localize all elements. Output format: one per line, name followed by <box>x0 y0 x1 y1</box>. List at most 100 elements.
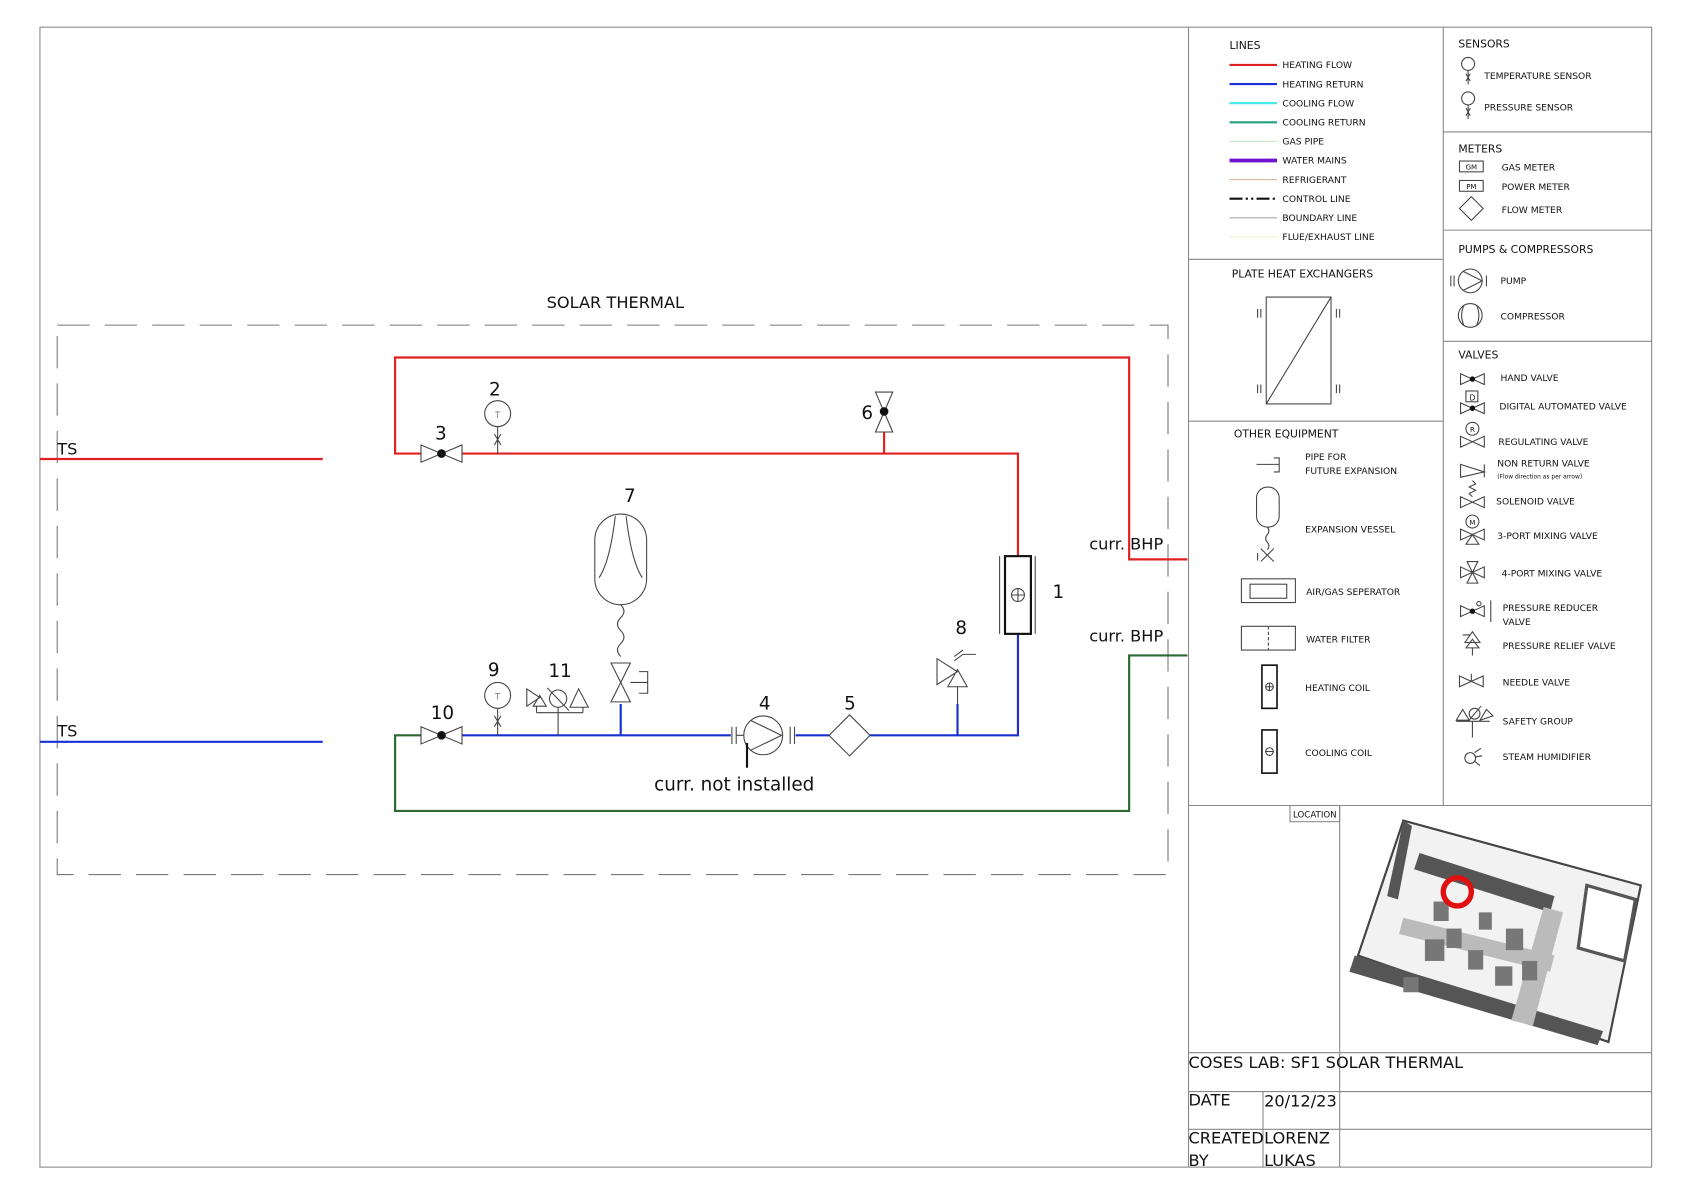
pressure-sensor-label: PRESSURE SENSOR <box>1484 102 1574 113</box>
boundary-dashed <box>56 324 1169 876</box>
expansion-vessel-label: EXPANSION VESSEL <box>1305 524 1396 535</box>
heating-coil-icon <box>1261 664 1278 710</box>
line-legend-label: WATER MAINS <box>1282 156 1346 167</box>
number-8: 8 <box>955 618 967 639</box>
needle-valve-icon <box>1458 673 1484 688</box>
meters-title: METERS <box>1458 142 1502 155</box>
regulating-valve-icon <box>1460 421 1485 448</box>
temperature-sensor-label: TEMPERATURE SENSOR <box>1483 71 1592 82</box>
three-port-valve-glyph: M <box>1469 518 1475 527</box>
number-7: 7 <box>624 486 636 507</box>
location-label-box <box>1289 804 1341 823</box>
air-gas-separator-icon <box>1240 578 1296 604</box>
pipe-future-icon <box>1256 457 1280 473</box>
compressor-label: COMPRESSOR <box>1500 312 1565 323</box>
hand-valve-10[interactable] <box>420 725 463 745</box>
other-equipment-title: OTHER EQUIPMENT <box>1234 427 1339 440</box>
solenoid-valve-icon <box>1460 480 1485 509</box>
line-legend-label: COOLING FLOW <box>1282 98 1354 109</box>
steam-humidifier-label: STEAM HUMIDIFIER <box>1503 752 1592 763</box>
heating-coil-1[interactable] <box>999 555 1036 635</box>
pump-4[interactable] <box>731 715 796 768</box>
number-11: 11 <box>548 661 571 682</box>
number-4: 4 <box>759 693 771 714</box>
three-port-valve-icon <box>1460 514 1485 545</box>
plate-hx-title: PLATE HEAT EXCHANGERS <box>1232 268 1374 281</box>
gas-meter-label: GAS METER <box>1502 163 1556 174</box>
three-port-valve-label: 3-PORT MIXING VALVE <box>1497 531 1598 542</box>
hand-valve-label: HAND VALVE <box>1500 373 1558 384</box>
sheet-frame <box>39 26 1653 1168</box>
regulating-valve-label: REGULATING VALVE <box>1498 437 1588 448</box>
valves-title: VALVES <box>1458 349 1498 362</box>
hand-valve-icon <box>1460 372 1485 386</box>
flow-meter-icon <box>1458 195 1484 222</box>
pumps-title: PUMPS & COMPRESSORS <box>1458 243 1593 256</box>
line-legend-label: COOLING RETURN <box>1282 118 1365 129</box>
sensor-glyph: T <box>494 411 501 421</box>
lines-title: LINES <box>1230 39 1261 52</box>
location-label: LOCATION <box>1293 810 1337 820</box>
heating-coil-label: HEATING COIL <box>1305 683 1371 694</box>
pressure-relief-valve-8[interactable] <box>936 649 976 705</box>
valve-icons <box>1455 372 1494 766</box>
four-port-valve-label: 4-PORT MIXING VALVE <box>1502 569 1603 580</box>
heating-flow-pipe <box>394 356 1188 561</box>
pressure-reducer-label-2: VALVE <box>1503 617 1531 628</box>
line-legend-label: FLUE/EXHAUST LINE <box>1282 232 1374 243</box>
safety-group-11[interactable] <box>526 687 590 736</box>
number-1: 1 <box>1053 582 1065 603</box>
air-gas-separator-label: AIR/GAS SEPERATOR <box>1306 587 1401 598</box>
gas-meter-glyph: GM <box>1466 163 1477 172</box>
ts-bottom-label: TS <box>56 721 77 740</box>
pressure-reducer-icon <box>1460 600 1492 622</box>
component-numbers: 1 2 3 4 5 6 7 8 9 10 11 <box>431 379 1064 724</box>
location-marker <box>1440 875 1475 909</box>
flow-meter-5[interactable] <box>828 714 871 757</box>
temperature-sensor-9[interactable]: T <box>484 681 512 736</box>
non-return-valve-icon <box>1460 463 1487 479</box>
number-9: 9 <box>488 660 500 681</box>
number-3: 3 <box>435 424 447 445</box>
temperature-sensor-2[interactable]: T <box>484 400 512 454</box>
line-legend-label: CONTROL LINE <box>1282 194 1350 205</box>
date-value: 20/12/23 <box>1264 1092 1337 1111</box>
pressure-relief-icon <box>1462 630 1482 656</box>
created-by-label-2: BY <box>1189 1151 1209 1170</box>
pressure-relief-label: PRESSURE RELIEF VALVE <box>1503 641 1616 652</box>
expansion-vessel-7[interactable] <box>594 513 649 703</box>
line-legend-label: BOUNDARY LINE <box>1282 213 1357 224</box>
number-2: 2 <box>489 379 501 400</box>
bhp-return-pipe <box>394 654 1188 812</box>
flow-meter-label: FLOW METER <box>1502 205 1563 216</box>
hand-valve-6[interactable] <box>874 391 894 433</box>
compressor-icon <box>1457 302 1483 328</box>
hand-valve-3[interactable] <box>420 444 463 464</box>
safety-group-label: SAFETY GROUP <box>1503 717 1574 728</box>
number-5: 5 <box>844 693 856 714</box>
line-legend-label: REFRIGERANT <box>1282 175 1346 186</box>
four-port-valve-icon <box>1460 560 1485 584</box>
date-label: DATE <box>1189 1091 1231 1110</box>
needle-valve-label: NEEDLE VALVE <box>1503 678 1571 689</box>
pump-label: PUMP <box>1500 276 1526 287</box>
gas-meter-icon <box>1458 160 1484 173</box>
pipe-future-label-1: PIPE FOR <box>1305 452 1347 463</box>
pressure-reducer-label-1: PRESSURE REDUCER <box>1503 603 1599 614</box>
regulating-valve-glyph: R <box>1470 425 1475 434</box>
pump-icon <box>1450 268 1487 294</box>
section-title: SOLAR THERMAL <box>547 293 684 312</box>
cooling-coil-label: COOLING COIL <box>1305 748 1373 759</box>
solenoid-valve-label: SOLENOID VALVE <box>1496 496 1575 507</box>
bhp-return-label: curr. BHP <box>1089 626 1163 645</box>
sensor-glyph: T <box>494 693 501 703</box>
digital-valve-label: DIGITAL AUTOMATED VALVE <box>1499 401 1627 412</box>
created-by-value-1: LORENZ <box>1264 1128 1330 1147</box>
power-meter-icon <box>1458 179 1484 192</box>
line-legend-label: GAS PIPE <box>1282 137 1324 148</box>
bhp-flow-label: curr. BHP <box>1089 535 1163 554</box>
cooling-coil-icon <box>1261 729 1278 774</box>
heating-return-pipe <box>870 633 1020 737</box>
